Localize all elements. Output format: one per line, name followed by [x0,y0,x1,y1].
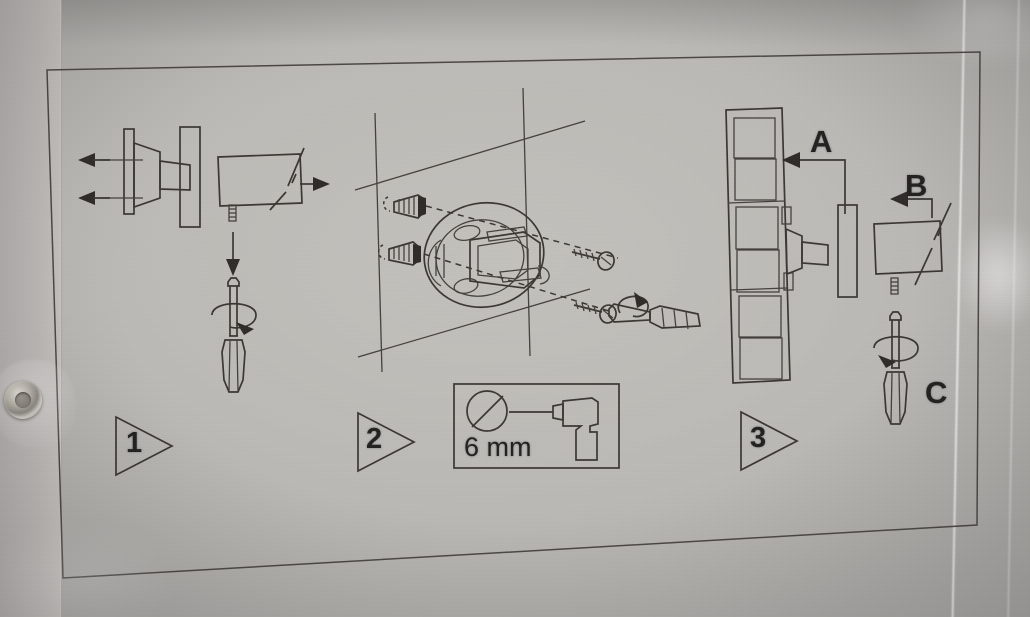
diameter-symbol-slash [471,395,504,428]
drill-body [562,397,599,461]
arrow-a-path [800,159,846,214]
rail-bar-1 [217,153,303,207]
arrow-left-upper [78,153,95,167]
wall-grid-h-lower [357,288,591,358]
radiator-panel-4 [736,249,780,293]
arrow-b-path [907,198,933,218]
rotation-arc-1 [211,303,257,329]
label-a: A [810,124,833,159]
screw-small-1 [228,204,237,222]
drill-size-label: 6 mm [464,432,532,462]
screwdriver-1 [221,277,246,393]
flat-plate-3 [837,204,858,298]
rail-break-line [287,147,305,187]
printed-border-frame [46,51,981,579]
radiator-sep-2 [730,287,788,291]
rotation-arc-2 [617,295,649,318]
wall-grid-v-left [374,112,383,373]
bracket-disc [423,201,545,309]
dash-line-lower [423,253,613,313]
wall-anchor-plug-upper [383,194,426,219]
rail-break-dash [291,173,297,184]
step-1-number: 1 [126,427,143,459]
wall-plate-spigot [159,160,191,191]
radiator-panel-5 [738,295,782,338]
rotation-arrow-head-1 [236,322,254,335]
step-3-triangle [740,410,799,472]
flat-plate-1 [179,126,201,228]
wall-plate-cone [133,141,161,209]
radiator-outer [725,107,791,384]
wall-grid-v-right [522,87,531,357]
rail-break-line-2 [269,191,287,211]
bracket-arc-left [427,239,442,287]
step-2-number: 2 [366,423,383,455]
drill-callout-box [453,383,620,469]
diameter-symbol-circle [466,390,508,432]
bracket-side-ribs [435,244,445,278]
rail-break-3a [933,202,952,241]
arrow-right-head-1 [313,177,330,191]
rotation-arrow-head-3 [878,355,896,368]
bracket-hook-inner [477,239,529,280]
arrow-a-head [782,152,800,168]
screwdriver-3 [883,311,908,425]
radiator-panel-1 [733,117,776,159]
arrow-down-head-1 [226,259,240,276]
label-b: B [905,168,928,203]
drill-chuck [552,402,564,422]
step-2-triangle [357,411,416,473]
screwdriver-2 [608,303,701,330]
bracket-disc-inner [435,219,525,297]
step-1-triangle [115,415,174,477]
wall-plate-bar [123,128,135,215]
screw-small-3 [890,277,899,295]
rotation-arc-3 [873,336,919,362]
rail-break-3b [914,247,933,286]
radiator-clip-top [781,206,792,225]
wall-anchor-plug-lower [378,241,421,266]
arrow-b-head [890,191,908,207]
wall-grid-h-upper [354,120,586,191]
rail-bar-3 [873,220,943,275]
rail-break-3dash [937,227,942,237]
bracket-hole-lower [453,278,479,294]
screw-upper-2 [571,248,615,271]
wall-background-left [0,0,62,617]
step-3-group [725,107,952,472]
arrow-left-lower [78,191,95,205]
rotation-arrow-head-2 [634,292,648,308]
radiator-panel-6 [739,337,783,380]
wall-plate-spigot-3 [801,241,829,266]
wall-plate-cone-3 [785,227,803,276]
screw-lower-2 [573,301,617,324]
bracket-hole-upper [453,224,481,242]
step-3-number: 3 [750,422,767,454]
radiator-sep-1 [727,200,785,204]
bracket-hook-curl [537,265,550,285]
radiator-panel-3 [735,206,779,250]
step-1-group [78,126,330,477]
binder-eyelet [4,381,42,419]
radiator-panel-2 [734,158,777,201]
step-2-group [354,87,701,473]
dash-line-upper [425,205,619,259]
label-c: C [925,375,948,410]
